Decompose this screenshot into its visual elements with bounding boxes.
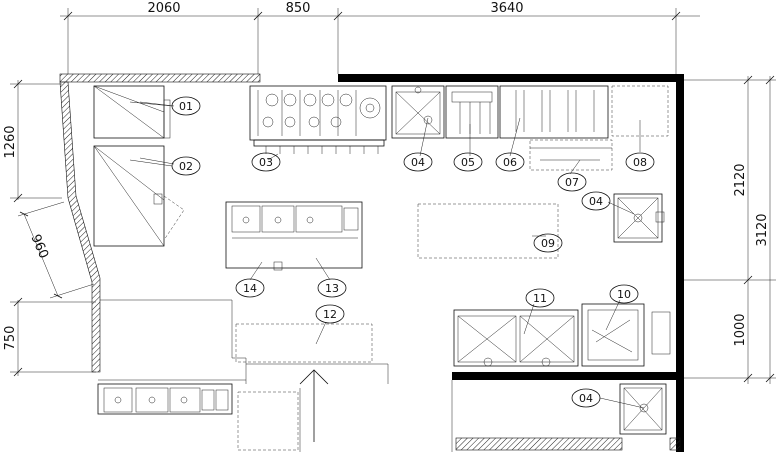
shelf-07 [529,139,613,171]
dim-top-3: 3640 [490,1,523,16]
leader-lines [139,101,645,409]
tag-04-right: 04 [589,195,603,208]
right-wall [676,74,684,452]
equipment-tags: 01 02 03 04 05 06 07 08 04 09 11 10 12 1… [171,96,655,408]
prep-counter-14-13 [225,201,363,271]
tag-02: 02 [179,160,193,173]
dim-right-1: 2120 [733,163,748,196]
sink-04-bottom [619,383,667,435]
tag-07: 07 [565,176,579,189]
tag-13: 13 [325,282,339,295]
work-table-05 [445,85,499,139]
rack-06 [499,85,609,139]
right-dimension-chain: 2120 3120 1000 [682,75,776,384]
top-dimension-chain: 2060 850 3640 [60,1,700,74]
dim-right-3: 1000 [733,313,748,346]
left-dimension-chain: 1260 960 750 [3,79,96,377]
sink-04-right [613,193,665,243]
dishwasher-10 [581,303,671,367]
counter-12 [235,323,373,363]
dim-left-3: 750 [3,326,18,351]
entry-arrow [299,369,329,442]
tag-04-top: 04 [411,156,425,169]
sink-bank-bottom [97,383,301,452]
cabinet-08 [611,85,669,137]
lower-wall [452,372,676,380]
tag-06: 06 [503,156,517,169]
dim-top-2: 850 [286,1,311,16]
tag-08: 08 [633,156,647,169]
tag-04-bottom: 04 [579,392,593,405]
dim-left-1: 1260 [3,125,18,158]
refrigerator-01 [93,85,173,139]
tag-12: 12 [323,308,337,321]
bottom-wall-right [455,437,623,451]
tag-14: 14 [243,282,257,295]
tag-10: 10 [617,288,631,301]
sink-04-top [391,85,445,139]
double-sink-11 [453,309,579,367]
tag-01: 01 [179,100,193,113]
tag-09: 09 [541,237,555,250]
left-wall-angled [59,81,101,373]
dim-top-1: 2060 [147,1,180,16]
cooking-range-03 [249,85,387,154]
bottom-wall-corner [669,437,681,451]
tag-05: 05 [461,156,475,169]
island-table-09 [417,203,559,259]
walls [59,73,684,452]
top-wall-left [59,73,261,83]
tag-03: 03 [259,156,273,169]
dim-right-2: 3120 [755,213,770,246]
top-wall-right [338,74,684,82]
refrigerator-02 [93,145,185,247]
dim-left-2: 960 [27,232,51,261]
tag-11: 11 [533,292,547,305]
